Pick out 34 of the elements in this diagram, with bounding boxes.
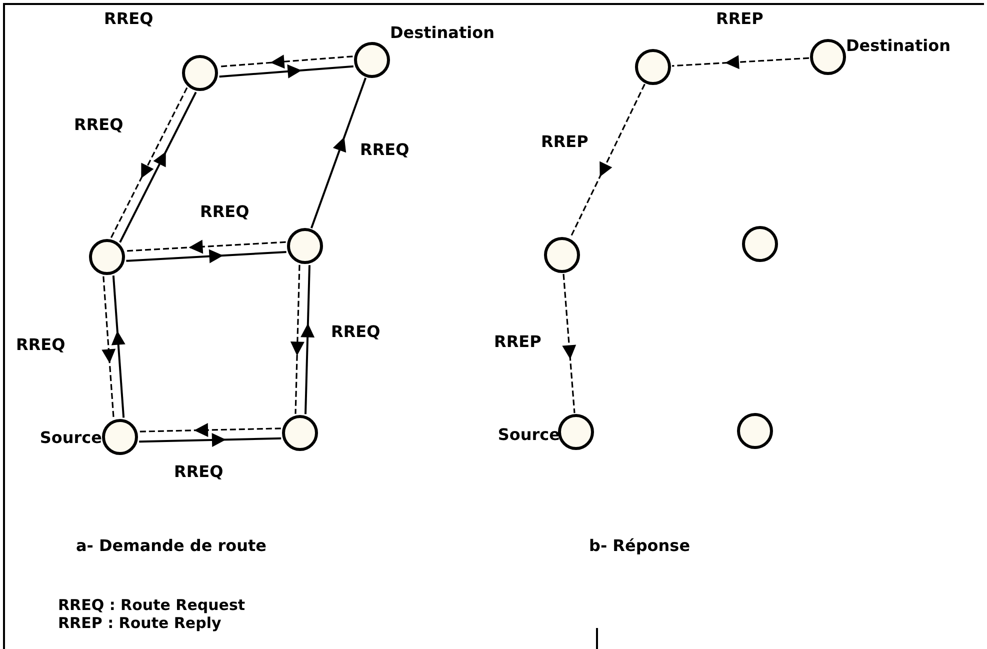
dashed-arrow	[126, 240, 286, 254]
message-label: RREQ	[360, 141, 410, 159]
dashed-arrow	[570, 84, 646, 238]
arrow	[111, 276, 126, 418]
arrow	[139, 432, 282, 447]
node-label: Destination	[846, 37, 950, 55]
dashed-arrow	[102, 276, 116, 418]
dashed-arrow	[138, 423, 281, 438]
message-label: RREQ	[200, 203, 250, 221]
dashed-arrow	[290, 264, 304, 414]
caption: a- Demande de route	[76, 537, 267, 555]
arrow	[126, 249, 286, 264]
dashed-arrow	[218, 54, 353, 69]
dashed-arrow	[110, 87, 188, 238]
message-label: RREQ	[104, 10, 154, 28]
node-label: Source	[498, 426, 560, 444]
message-label: RREQ	[74, 116, 124, 134]
arrow	[119, 92, 197, 243]
dashed-arrow	[672, 55, 810, 70]
arrow	[219, 64, 354, 78]
dashed-arrow	[562, 274, 576, 414]
arrow	[310, 78, 367, 228]
legend-text: RREP : Route Reply	[58, 615, 222, 632]
message-label: RREP	[716, 10, 764, 28]
node-label: Destination	[390, 24, 494, 42]
legend-text: RREQ : Route Request	[58, 597, 246, 614]
caption: b- Réponse	[589, 537, 690, 555]
arrow	[300, 265, 315, 414]
message-label: RREQ	[174, 463, 224, 481]
message-label: RREP	[541, 133, 588, 151]
node-label: Source	[40, 429, 102, 447]
message-label: RREQ	[331, 323, 380, 341]
message-label: RREP	[494, 333, 542, 351]
message-label: RREQ	[16, 336, 66, 354]
